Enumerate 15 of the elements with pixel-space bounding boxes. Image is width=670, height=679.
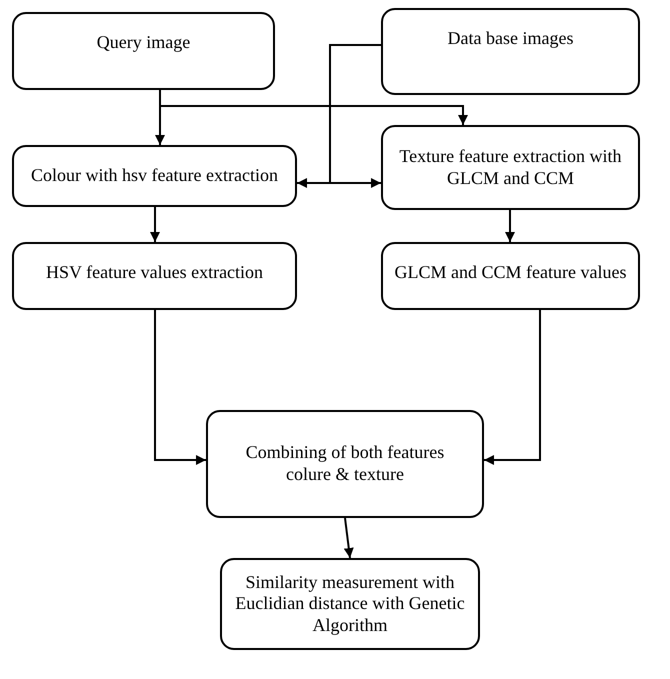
arrow — [150, 207, 160, 242]
process-box: Data base images — [381, 8, 640, 95]
process-box: Similarity measurement with Euclidian distance with Genetic Algorithm — [220, 558, 480, 650]
arrow — [154, 310, 206, 465]
process-box: GLCM and CCM feature values — [381, 242, 640, 310]
process-box: Colour with hsv feature extraction — [12, 145, 297, 207]
process-box: Texture feature extraction with GLCM and CCM — [381, 125, 640, 210]
arrow — [159, 90, 468, 125]
arrow — [484, 310, 541, 465]
process-box: Query image — [12, 12, 275, 90]
arrow — [329, 44, 381, 188]
process-box: HSV feature values extraction — [12, 242, 297, 310]
process-box: Combining of both features colure & texture — [206, 410, 484, 518]
arrow — [505, 210, 515, 242]
arrow — [344, 518, 354, 558]
